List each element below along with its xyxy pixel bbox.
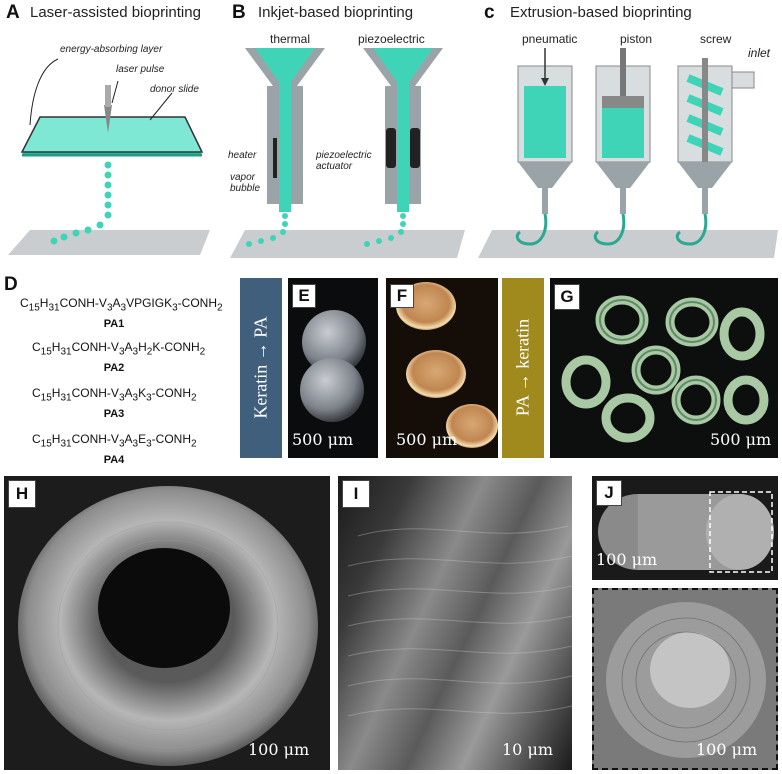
scale-bar-j-top: 100 μm xyxy=(596,550,658,569)
panel-b-title: Inkjet-based bioprinting xyxy=(258,4,414,21)
piezo-actuator-icon xyxy=(386,128,396,168)
scale-bar-g: 500 μm xyxy=(710,430,772,449)
keratin-to-pa-label: Keratin → PA xyxy=(250,316,271,419)
laser-pulse-icon xyxy=(104,105,112,133)
sublabel-pneumatic: pneumatic xyxy=(522,32,578,46)
pa4-name: PA4 xyxy=(103,454,125,466)
pa-to-keratin-label: PA → keratin xyxy=(512,318,533,417)
microsphere-photo xyxy=(300,310,366,422)
panel-label-i: I xyxy=(342,480,370,508)
sublabel-piezoelectric: piezoelectric xyxy=(358,32,425,46)
scale-bar-j-bottom: 100 μm xyxy=(696,740,758,759)
droplet-stream xyxy=(246,213,406,247)
pa2-name: PA2 xyxy=(103,362,125,374)
annotation-piezo-actuator: piezoelectric actuator xyxy=(316,150,372,172)
pa3-name: PA3 xyxy=(103,408,125,420)
heater-icon xyxy=(273,138,277,178)
formula-pa4: C15H31CONH-V3A3E3-CONH2 xyxy=(32,432,197,450)
pneumatic-syringe xyxy=(515,48,573,246)
pa-to-keratin-banner: PA → keratin xyxy=(502,278,544,458)
sem-fiber-end-photo xyxy=(606,602,766,758)
sublabel-inlet: inlet xyxy=(748,46,771,60)
sem-fiber-photo xyxy=(598,491,774,573)
scale-bar-i: 10 μm xyxy=(502,740,554,759)
receiving-substrate xyxy=(8,230,210,255)
piezoelectric-nozzle xyxy=(363,48,443,212)
sem-surface-photo xyxy=(347,525,572,717)
panel-label-b: B xyxy=(232,2,246,23)
panel-e-photo: E 500 μm xyxy=(288,278,378,458)
receiving-substrate xyxy=(230,230,465,258)
extrusion-bioprinting-diagram xyxy=(478,48,778,258)
panel-f-photo: F 500 μm xyxy=(386,278,498,458)
annotation-heater: heater xyxy=(228,150,257,161)
scale-bar-f: 500 μm xyxy=(396,430,458,449)
panel-label-e: E xyxy=(292,284,316,308)
ring-structures-photo xyxy=(561,295,769,443)
annotation-donor-slide: donor slide xyxy=(150,84,199,95)
panel-label-j: J xyxy=(596,480,622,506)
droplet-stream xyxy=(50,161,112,245)
sublabel-thermal: thermal xyxy=(270,32,311,46)
laser-bioprinting-diagram xyxy=(8,58,210,255)
screw-extruder xyxy=(675,58,755,246)
panel-j-bottom-photo: 100 μm xyxy=(592,588,778,770)
panel-label-h: H xyxy=(8,480,36,508)
sublabel-screw: screw xyxy=(700,32,732,46)
scale-bar-h: 100 μm xyxy=(248,740,310,759)
pa1-name: PA1 xyxy=(103,318,125,330)
panel-a-title: Laser-assisted bioprinting xyxy=(30,4,201,21)
panel-label-a: A xyxy=(6,2,20,23)
panel-label-d: D xyxy=(4,274,18,295)
panel-j-top-photo: J 100 μm xyxy=(592,476,778,580)
formula-pa2: C15H31CONH-V3A3H2K-CONH2 xyxy=(32,340,206,358)
inkjet-bioprinting-diagram xyxy=(230,48,465,258)
keratin-to-pa-banner: Keratin → PA xyxy=(240,278,282,458)
panel-h-photo: H 100 μm xyxy=(4,476,330,770)
thermal-nozzle xyxy=(245,48,325,212)
sem-ring-photo xyxy=(18,486,318,766)
panel-label-g: G xyxy=(554,284,580,310)
annotation-energy-absorbing-layer: energy-absorbing layer xyxy=(60,44,163,55)
panel-label-c: c xyxy=(484,2,495,23)
annotation-vapor-bubble: vapor bubble xyxy=(230,172,261,194)
scale-bar-e: 500 μm xyxy=(292,430,354,449)
formula-pa1: C15H31CONH-V3A3VPGIGK3-CONH2 xyxy=(20,296,223,314)
zoom-region-box xyxy=(709,491,773,573)
formula-pa3: C15H31CONH-V3A3K3-CONH2 xyxy=(32,386,197,404)
sublabel-piston: piston xyxy=(620,32,653,46)
annotation-laser-pulse: laser pulse xyxy=(116,64,165,75)
panel-g-photo: G 500 μm xyxy=(550,278,778,458)
piston-syringe xyxy=(593,48,651,246)
panel-label-f: F xyxy=(390,284,414,308)
panel-i-photo: I 10 μm xyxy=(338,476,572,770)
panel-c-title: Extrusion-based bioprinting xyxy=(510,4,692,21)
